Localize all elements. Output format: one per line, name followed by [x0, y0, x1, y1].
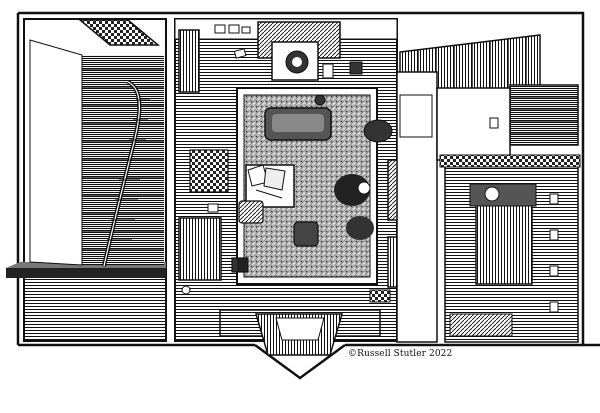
bed [469, 183, 537, 285]
scattered-objects [181, 48, 391, 303]
side-cabinet [189, 149, 229, 193]
sofa [264, 107, 332, 141]
table-with-papers [245, 164, 295, 208]
door-gap-upper [399, 94, 433, 138]
floor-mat [449, 313, 513, 337]
wall-fixtures [549, 193, 559, 313]
stairwell-window [77, 19, 161, 46]
bookshelf-left [178, 29, 222, 281]
outer-wall-frame [16, 11, 600, 380]
wall-pictures [214, 24, 251, 34]
copyright-credit: ©Russell Stutler 2022 [348, 349, 453, 359]
armchair [293, 221, 319, 247]
bottom-wall-door [219, 309, 381, 356]
stairwell-room [6, 18, 167, 342]
figures [334, 119, 393, 240]
bedroom [436, 87, 581, 343]
staircase [29, 39, 164, 267]
writing-desk [257, 21, 341, 81]
door-gap-lower [402, 148, 430, 206]
